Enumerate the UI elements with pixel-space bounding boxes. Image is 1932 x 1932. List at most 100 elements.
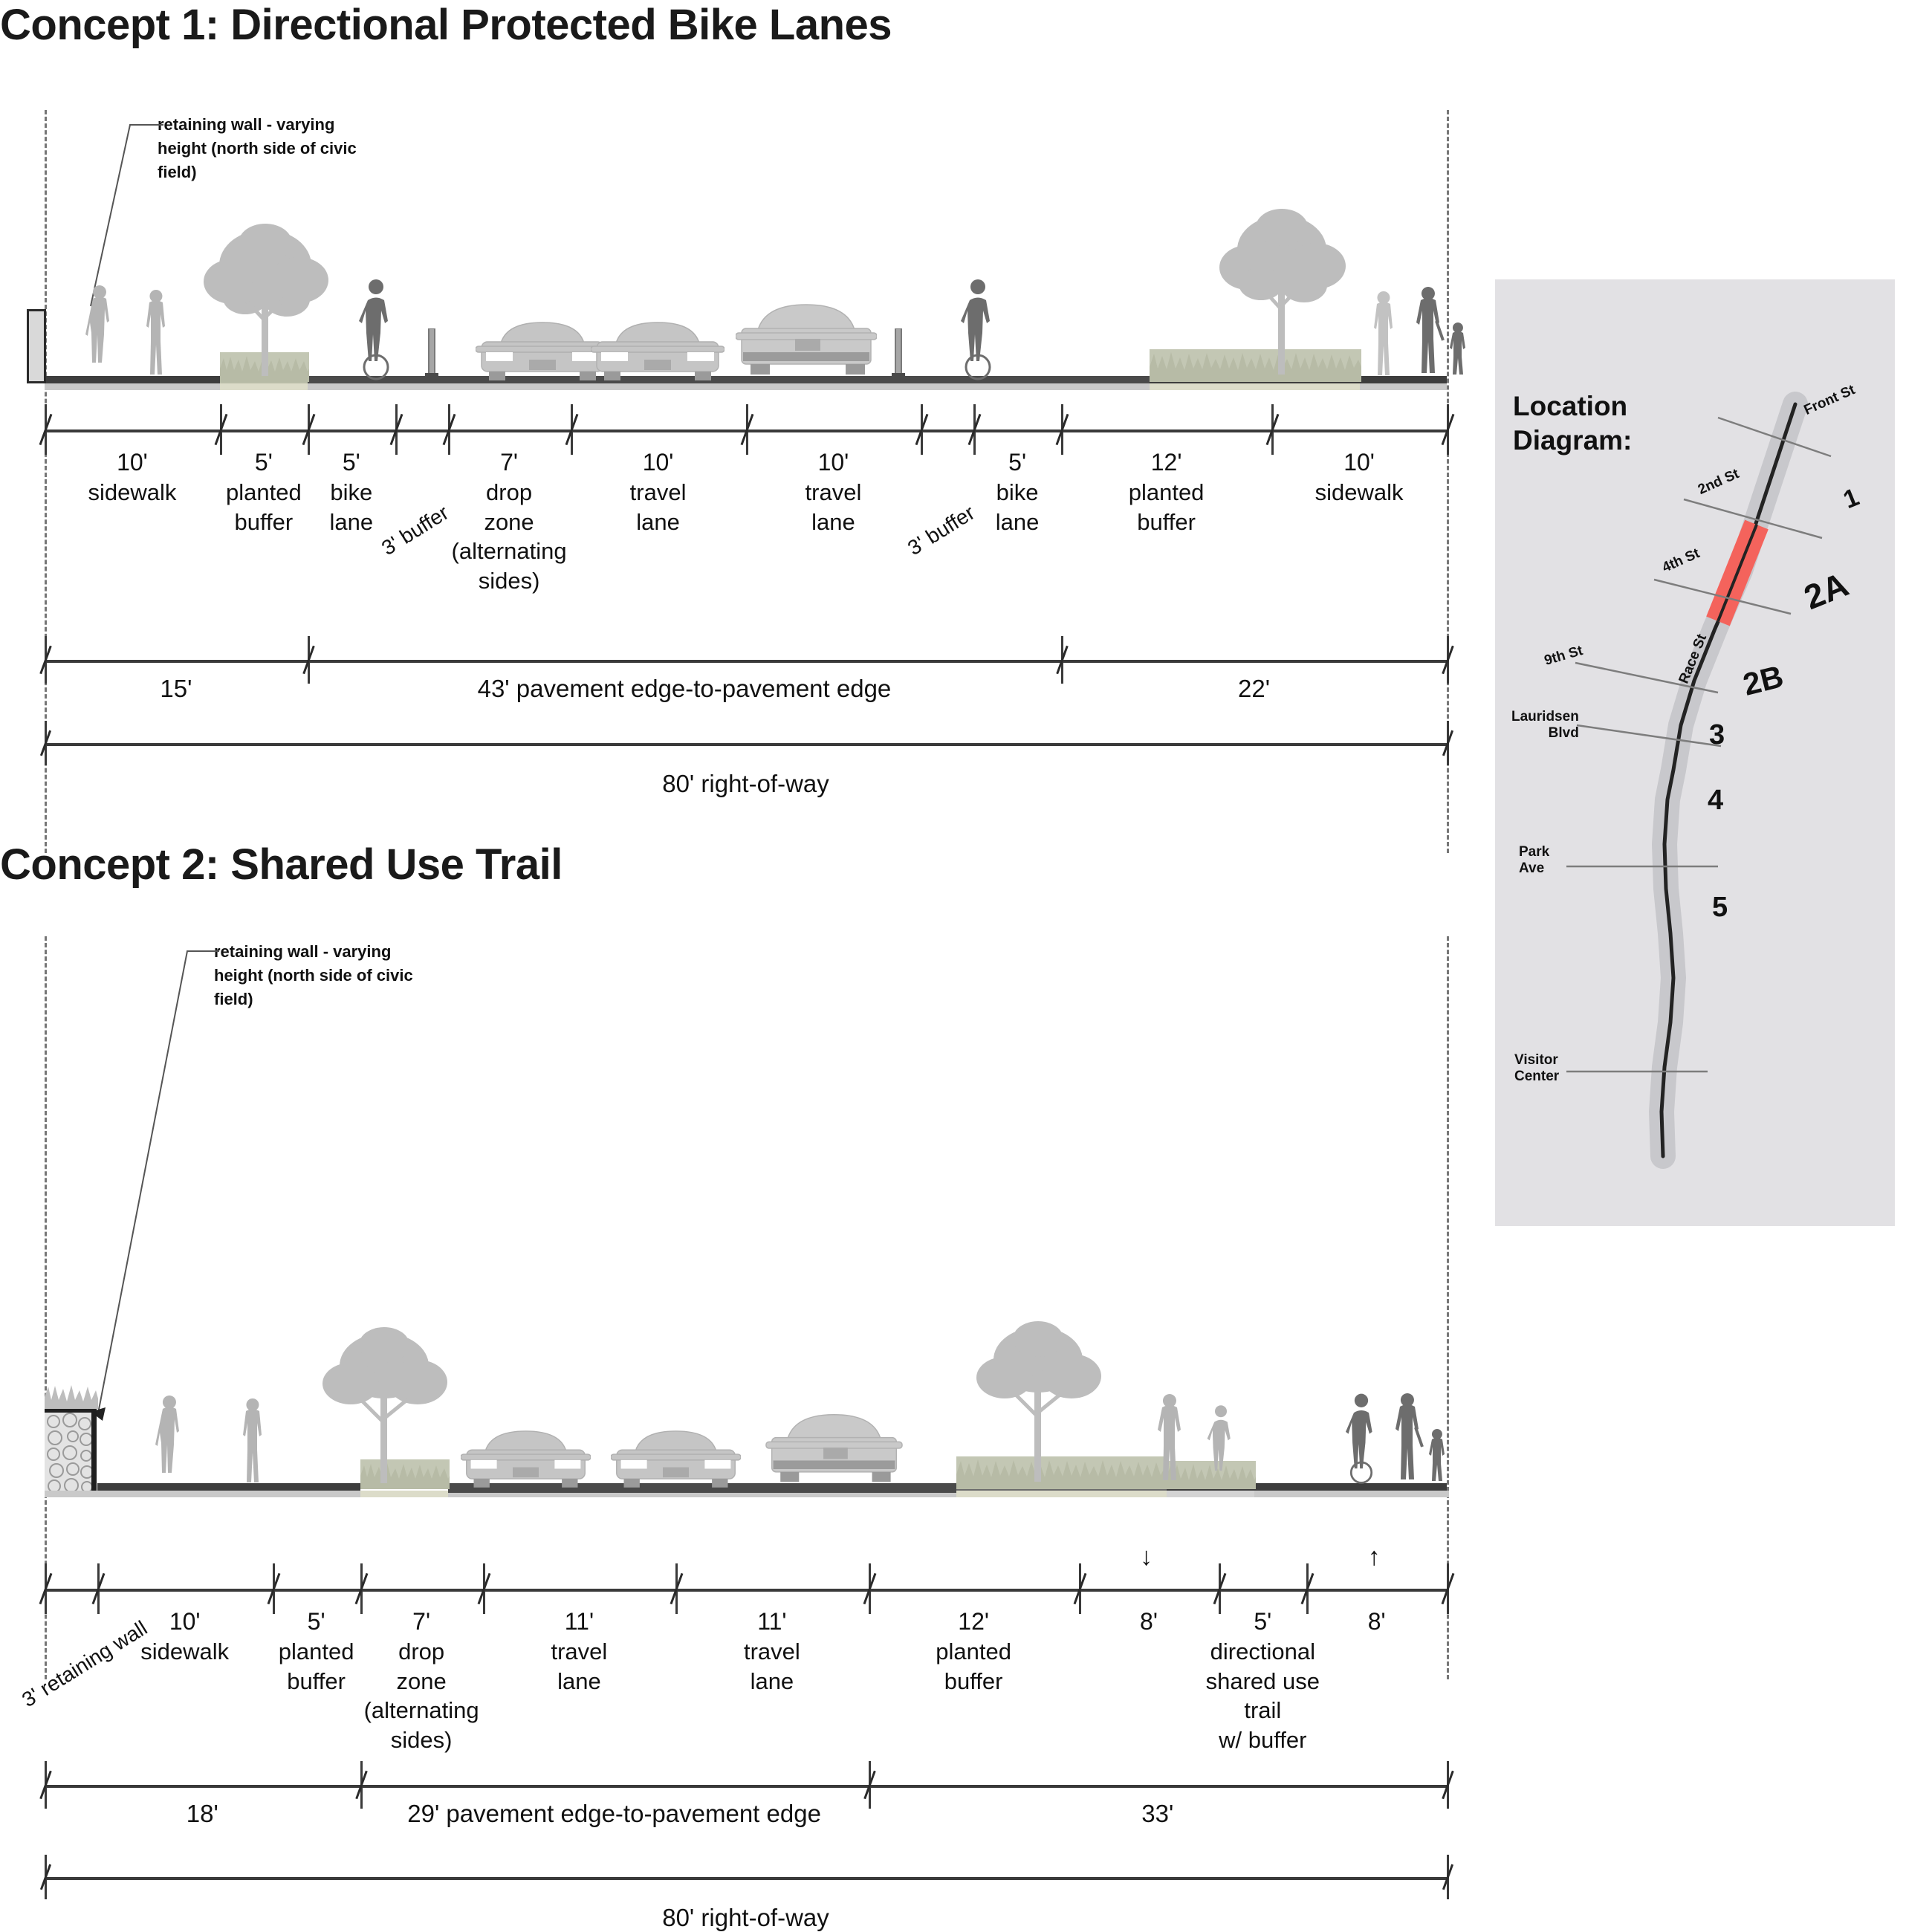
location-diagram-map xyxy=(1566,392,1832,1169)
dimension-name: travel lane xyxy=(551,1638,608,1694)
dimension-value: 10' xyxy=(117,449,148,476)
car-figure xyxy=(461,1430,591,1488)
dimension-name: sidewalk xyxy=(88,479,177,505)
ground-base-right-c1 xyxy=(1360,383,1447,390)
tree-figure xyxy=(322,1327,447,1483)
map-segment-4: 4 xyxy=(1708,785,1724,816)
dimension-tick xyxy=(1061,404,1064,455)
grass-above-wall-c2 xyxy=(45,1385,98,1409)
dimension-value: 7' xyxy=(500,449,518,476)
dimension-tick xyxy=(97,1563,100,1614)
cyclist-figure xyxy=(1345,1393,1373,1484)
retaining-wall-callout-c1: retaining wall - varying height (north s… xyxy=(158,115,357,181)
ground-roadway-base-c1 xyxy=(308,383,1150,390)
row-edge-left-c2 xyxy=(45,936,47,1679)
dimension-label: 10' sidewalk xyxy=(19,447,246,508)
pedestrian-figure xyxy=(155,1395,179,1473)
map-segment-3: 3 xyxy=(1709,719,1725,751)
ground-base-left-c1 xyxy=(45,383,220,390)
dimension-value: 11' xyxy=(757,1608,787,1635)
cyclist-figure xyxy=(1207,1405,1231,1471)
dimension-label: 7'drop zone (alternating sides) xyxy=(422,447,597,596)
map-label-visitor-center: Visitor Center xyxy=(1514,1052,1560,1084)
summary-tick xyxy=(307,636,310,684)
ground-planted-mid-c2 xyxy=(956,1491,1167,1497)
dimension-tick xyxy=(307,404,310,455)
dimension-label: 10'travel lane xyxy=(720,447,947,537)
summary-dimension-line xyxy=(45,1785,1447,1788)
row-dimension-line xyxy=(45,1877,1447,1880)
car-figure xyxy=(611,1430,741,1488)
dimension-name: bike lane xyxy=(329,479,374,535)
pedestrian-figure xyxy=(85,285,109,363)
dimension-label: 12'planted buffer xyxy=(1035,447,1297,537)
dimension-value: 11' xyxy=(564,1608,594,1635)
dimension-value: 12' xyxy=(958,1608,989,1635)
ground-base-c2 xyxy=(45,1491,1449,1497)
pedestrian-figure xyxy=(146,290,165,375)
dimension-name: travel lane xyxy=(629,479,687,535)
child-figure xyxy=(1450,322,1465,375)
tree-figure xyxy=(1219,209,1346,375)
dimension-tick xyxy=(973,404,976,455)
row-dimension-line xyxy=(45,743,1447,746)
ground-sidewalk-left-c1 xyxy=(45,376,220,383)
planter-grass-trail-c2 xyxy=(1167,1461,1256,1489)
summary-dimension-label: 29' pavement edge-to-pavement edge xyxy=(407,1800,821,1827)
arrow-up-icon: ↑ xyxy=(1367,1543,1381,1571)
row-label: 80' right-of-way xyxy=(662,1904,829,1931)
retaining-wall-callout-c2: retaining wall - varying height (north s… xyxy=(214,942,413,1008)
dimension-tick xyxy=(1219,1563,1222,1614)
row-tick xyxy=(1447,721,1449,765)
concept-1-title: Concept 1: Directional Protected Bike La… xyxy=(0,1,892,49)
retaining-wall-c1 xyxy=(27,309,46,383)
dimension-tick xyxy=(219,404,222,455)
dimension-tick xyxy=(570,404,573,455)
dimension-label: 8' xyxy=(1053,1607,1245,1637)
dimension-tick xyxy=(482,1563,485,1614)
dimension-value: 10' xyxy=(169,1608,201,1635)
dimension-name: planted buffer xyxy=(1128,479,1205,535)
pedestrian-figure xyxy=(243,1398,262,1482)
dimension-tick xyxy=(447,404,450,455)
street-cross-section-c2 xyxy=(45,1321,1449,1501)
truck-figure xyxy=(765,1414,903,1482)
pedestrian-figure xyxy=(1158,1394,1181,1480)
dimension-name: sidewalk xyxy=(140,1638,230,1664)
dimension-tick xyxy=(45,1563,47,1614)
concept-2-section: Concept 2: Shared Use Trail retaining wa… xyxy=(0,840,1494,1931)
dimension-label: 5' bike lane xyxy=(282,447,421,537)
truck-figure xyxy=(736,304,877,375)
dimension-name: sidewalk xyxy=(1315,479,1404,505)
pedestrian-adult-figure xyxy=(1416,287,1445,373)
dimension-name: planted buffer xyxy=(936,1638,1011,1694)
cyclist-figure xyxy=(961,279,991,380)
concept-2-title: Concept 2: Shared Use Trail xyxy=(0,840,563,889)
summary-tick xyxy=(1061,636,1064,684)
map-label-park-ave: Park Ave xyxy=(1519,844,1550,876)
summary-dimension-label: 33' xyxy=(1141,1800,1174,1827)
row-tick xyxy=(45,721,47,765)
dimension-value: 5' xyxy=(307,1608,325,1635)
dimension-tick xyxy=(745,404,748,455)
ground-sidewalk-left-c2 xyxy=(97,1483,360,1491)
dimension-label: 10'travel lane xyxy=(545,447,772,537)
dimension-tick xyxy=(1447,404,1449,455)
concept-1-section: Concept 1: Directional Protected Bike La… xyxy=(0,0,1494,853)
pedestrian-adult-figure xyxy=(1395,1393,1424,1479)
dimension-tick xyxy=(921,404,924,455)
summary-tick xyxy=(45,636,47,684)
row-edge-right-c2 xyxy=(1447,936,1449,1679)
dimension-label: 8' xyxy=(1280,1607,1473,1637)
dimension-value: 5' xyxy=(342,449,360,476)
arrow-down-icon: ↓ xyxy=(1140,1543,1153,1571)
dimension-value: 5' xyxy=(1008,449,1027,476)
dimension-line xyxy=(45,1589,1447,1592)
car-figure xyxy=(591,322,724,380)
dimension-tick xyxy=(272,1563,275,1614)
dimension-name: directional shared use trail w/ buffer xyxy=(1205,1638,1320,1753)
ground-trail-buffer-c2 xyxy=(1167,1491,1254,1497)
dimension-value: 7' xyxy=(412,1608,431,1635)
summary-dimension-label: 15' xyxy=(160,675,192,702)
dimension-name: bike lane xyxy=(995,479,1040,535)
